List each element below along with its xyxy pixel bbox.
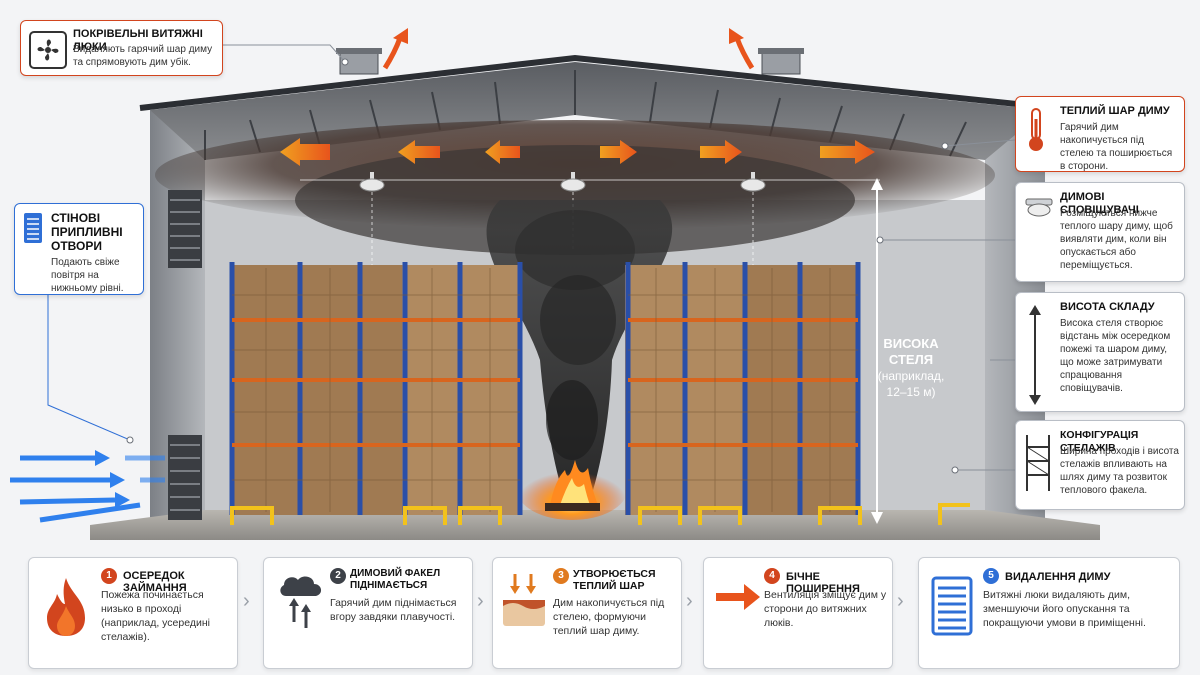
lateral-spread-arrows [280,138,875,166]
racks-left [232,265,522,515]
smoke-layer-text: Гарячий дим накопичується під стелею та … [1060,122,1173,172]
step-2-number: 2 [330,568,346,584]
step-4-card: 4 БІЧНЕ ПОШИРЕННЯ Вентиляція зміщує дим … [703,557,893,669]
racks-text: Ширина проходів і висота стелажів вплива… [1060,446,1179,496]
chevron-right-icon: › [897,590,904,612]
roof-vents-title: ПОКРІВЕЛЬНІ ВИТЯЖНІ ЛЮКИ [73,28,203,53]
step-3-card: 3 УТВОРЮЄТЬСЯ ТЕПЛИЙ ШАР Дим накопичуєть… [492,557,682,669]
fan-icon [29,31,67,69]
wall-vents-text: Подають свіже повітря на нижньому рівні. [51,257,124,294]
warm-layer-icon [503,574,545,626]
thermometer-icon [1029,108,1043,151]
racks-title: КОНФІГУРАЦІЯ СТЕЛАЖІВ [1060,429,1139,454]
step-4-title: БІЧНЕ ПОШИРЕННЯ [786,571,860,595]
fire-icon [47,578,85,636]
exhaust-vent-icon [931,576,973,636]
right-arrow-icon [716,584,760,610]
ceiling-label-line2: СТЕЛЯ [888,352,934,367]
chevron-right-icon: › [243,590,250,612]
roof-outline [139,54,1056,111]
rack-uprights [229,262,861,515]
vertical-arrow-icon [1029,305,1041,405]
exhaust-arrow-left [382,37,403,70]
step-5-title: ВИДАЛЕННЯ ДИМУ [1005,571,1111,583]
smoke-detector-icon [1025,198,1053,217]
step-3-text: Дим накопичується під стелею, формуючи т… [553,597,665,637]
chevron-right-icon: › [477,590,484,612]
ceiling-label-line3: (наприклад, [877,369,945,383]
wall-vents-callout: СТІНОВІ ПРИПЛИВНІ ОТВОРИ Подають свіже п… [14,203,144,295]
detectors-title: ДИМОВІ СПОВІЩУВАЧІ [1060,191,1139,216]
step-2-text: Гарячий дим піднімається вгору завдяки п… [330,597,457,623]
step-2-card: 2 ДИМОВИЙ ФАКЕЛ ПІДНІМАЄТЬСЯ Гарячий дим… [263,557,473,669]
height-text: Висока стеля створює відстань між осеред… [1060,318,1171,394]
step-5-number: 5 [983,568,999,584]
smoke-layer-callout: ТЕПЛИЙ ШАР ДИМУ Гарячий дим накопичуєтьс… [1015,96,1185,172]
step-5-card: 5 ВИДАЛЕННЯ ДИМУ Витяжні люки видаляють … [918,557,1180,669]
wall-vents-title: СТІНОВІ ПРИПЛИВНІ ОТВОРИ [51,211,123,253]
roof-vent-left [336,48,382,75]
exhaust-arrow-right [734,37,755,70]
rack-beams [232,318,858,447]
step-4-text: Вентиляція зміщує дим у сторони до витяж… [764,589,887,629]
smoke-cloud-icon [280,576,322,628]
floor-guards [230,503,970,525]
intake-air-arrows [10,450,165,523]
ceiling-label-line4: 12–15 м) [886,385,936,399]
detectors-callout: ДИМОВІ СПОВІЩУВАЧІ Розміщуються нижче те… [1015,182,1185,282]
height-title: ВИСОТА СКЛАДУ [1060,301,1155,313]
step-4-number: 4 [764,568,780,584]
step-3-title: УТВОРЮЄТЬСЯ ТЕПЛИЙ ШАР [573,568,656,592]
step-1-text: Пожежа починається низько в проході (нап… [101,589,210,643]
exhaust-arrowhead-left [393,28,408,44]
racks-callout: КОНФІГУРАЦІЯ СТЕЛАЖІВ Ширина проходів і … [1015,420,1185,510]
smoke-layer-title: ТЕПЛИЙ ШАР ДИМУ [1060,105,1170,117]
ceiling-height-label: ВИСОКА СТЕЛЯ (наприклад, 12–15 м) [866,336,956,400]
smoke-detectors [359,172,766,192]
lower-wall-louver [168,435,202,520]
step-1-card: 1 ОСЕРЕДОК ЗАЙМАННЯ Пожежа починається н… [28,557,238,669]
rack-boxes [232,268,858,512]
upper-wall-louver [168,190,202,268]
roof-vent-right [758,48,804,75]
height-callout: ВИСОТА СКЛАДУ Висока стеля створює відст… [1015,292,1185,412]
detectors-text: Розміщуються нижче теплого шару диму, що… [1060,208,1173,271]
step-3-number: 3 [553,568,569,584]
exhaust-arrowhead-right [729,28,744,44]
warehouse-illustration [10,28,1100,540]
step-1-title: ОСЕРЕДОК ЗАЙМАННЯ [123,570,187,594]
roof-vents-callout: ПОКРІВЕЛЬНІ ВИТЯЖНІ ЛЮКИ Видаляють гаряч… [20,20,223,76]
step-1-number: 1 [101,568,117,584]
callout-leaders [47,44,1016,471]
louver-icon [24,213,42,243]
step-5-text: Витяжні люки видаляють дим, зменшуючи йо… [983,589,1146,629]
ceiling-label-line1: ВИСОКА [883,336,939,351]
chevron-right-icon: › [686,590,693,612]
step-2-title: ДИМОВИЙ ФАКЕЛ ПІДНІМАЄТЬСЯ [350,568,441,591]
floor [90,510,1100,540]
rack-icon [1026,435,1050,491]
roof-vents-text: Видаляють гарячий шар диму та спрямовуют… [73,44,213,68]
